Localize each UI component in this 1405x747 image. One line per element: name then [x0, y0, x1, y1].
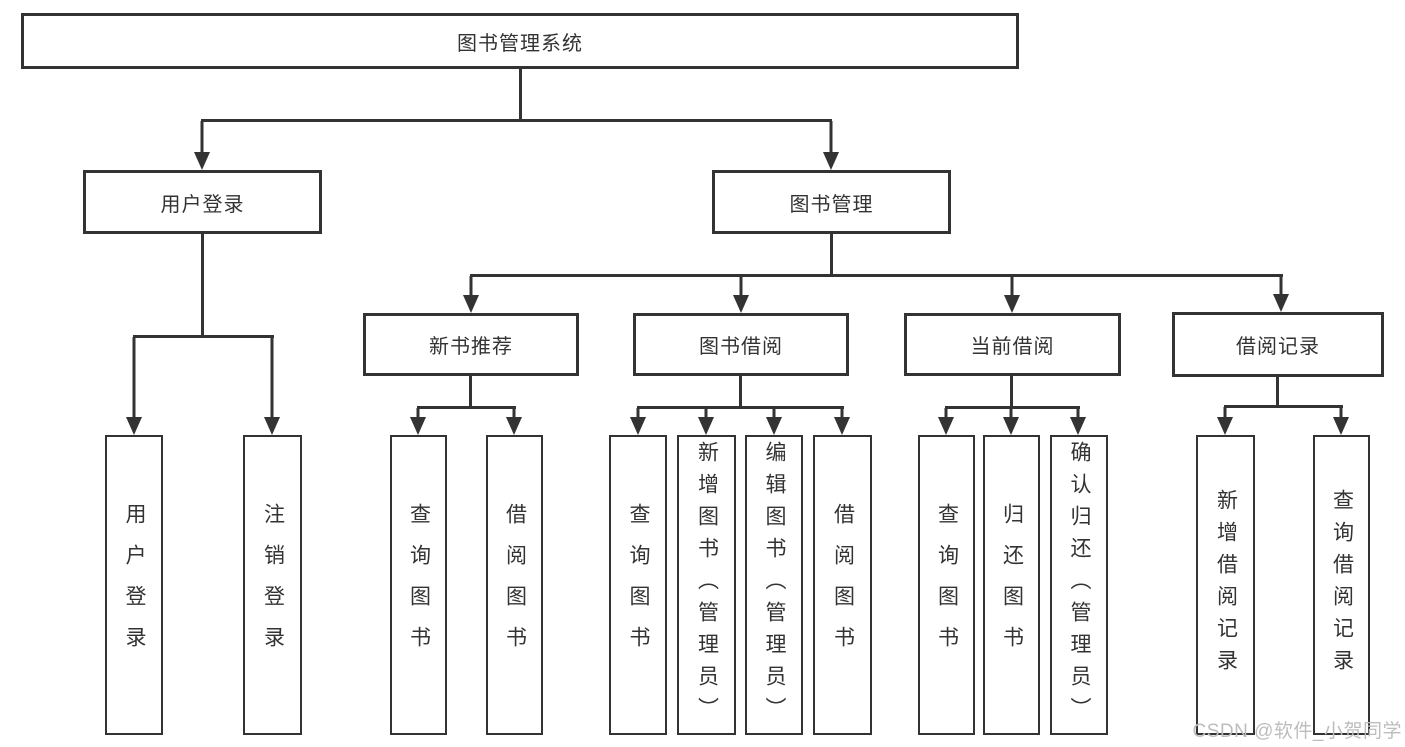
- connector-line: [1224, 405, 1343, 408]
- arrow-down-icon: [1217, 407, 1233, 435]
- node-borrow-records-label: 借阅记录: [1236, 336, 1320, 358]
- connector-line: [519, 69, 522, 121]
- leaf-logout: 注销登录: [243, 435, 302, 735]
- arrow-down-icon: [938, 408, 954, 435]
- leaf-recommend-query-book: 查询图书: [390, 435, 447, 735]
- arrow-down-icon: [766, 408, 782, 435]
- connector-line: [417, 406, 516, 409]
- arrow-down-icon: [834, 408, 850, 435]
- node-borrow-records: 借阅记录: [1172, 312, 1384, 377]
- connector-line: [201, 119, 832, 122]
- arrow-down-icon: [1070, 408, 1086, 435]
- arrow-down-icon: [126, 337, 142, 435]
- leaf-logout-label: 注销登录: [261, 503, 285, 667]
- arrow-down-icon: [194, 121, 210, 170]
- leaf-current-return-book-label: 归还图书: [1000, 503, 1024, 667]
- connector-line: [945, 406, 1080, 409]
- node-book-management-label: 图书管理: [789, 193, 874, 216]
- node-book-borrow: 图书借阅: [633, 313, 849, 376]
- leaf-records-add-record-label: 新增借阅记录: [1214, 489, 1238, 681]
- arrow-down-icon: [698, 408, 714, 435]
- connector-line: [201, 234, 204, 337]
- node-new-book-recommend-label: 新书推荐: [429, 336, 513, 358]
- leaf-current-query-book-label: 查询图书: [935, 503, 959, 667]
- leaf-records-query-record-label: 查询借阅记录: [1330, 489, 1354, 681]
- node-root-label: 图书管理系统: [457, 32, 583, 55]
- leaf-recommend-query-book-label: 查询图书: [407, 503, 431, 667]
- node-user-login: 用户登录: [83, 170, 322, 234]
- node-root: 图书管理系统: [21, 13, 1019, 69]
- connector-line: [470, 274, 1283, 277]
- leaf-borrow-borrow-book-label: 借阅图书: [831, 503, 855, 667]
- connector-line: [637, 406, 844, 409]
- leaf-records-add-record: 新增借阅记录: [1196, 435, 1255, 735]
- node-book-management: 图书管理: [712, 170, 951, 234]
- arrow-down-icon: [1333, 407, 1349, 435]
- node-current-borrow-label: 当前借阅: [970, 336, 1055, 358]
- arrow-down-icon: [264, 337, 280, 435]
- node-new-book-recommend: 新书推荐: [363, 313, 579, 376]
- arrow-down-icon: [823, 121, 839, 170]
- arrow-down-icon: [1004, 276, 1020, 313]
- arrow-down-icon: [630, 408, 646, 435]
- leaf-borrow-query-book-label: 查询图书: [627, 503, 650, 667]
- leaf-recommend-borrow-book-label: 借阅图书: [503, 503, 527, 667]
- leaf-borrow-add-book-admin-label: 新增图书（管理员）: [695, 441, 719, 729]
- csdn-watermark: CSDN @软件_小贺同学: [1192, 721, 1402, 742]
- node-book-borrow-label: 图书借阅: [699, 336, 783, 358]
- leaf-current-confirm-return-admin-label: 确认归还（管理员）: [1068, 441, 1091, 729]
- leaf-borrow-edit-book-admin-label: 编辑图书（管理员）: [763, 441, 786, 729]
- connector-line: [469, 376, 472, 409]
- connector-line: [133, 335, 274, 338]
- leaf-current-query-book: 查询图书: [918, 435, 975, 735]
- connector-line: [739, 376, 742, 409]
- leaf-current-return-book: 归还图书: [983, 435, 1040, 735]
- leaf-user-login: 用户登录: [105, 435, 163, 735]
- leaf-borrow-edit-book-admin: 编辑图书（管理员）: [745, 435, 803, 735]
- arrow-down-icon: [410, 408, 426, 435]
- leaf-recommend-borrow-book: 借阅图书: [486, 435, 543, 735]
- leaf-borrow-add-book-admin: 新增图书（管理员）: [677, 435, 736, 735]
- leaf-borrow-borrow-book: 借阅图书: [813, 435, 872, 735]
- arrow-down-icon: [463, 276, 479, 313]
- arrow-down-icon: [1273, 276, 1289, 312]
- connector-line: [1276, 377, 1279, 408]
- leaf-user-login-label: 用户登录: [123, 503, 146, 667]
- leaf-records-query-record: 查询借阅记录: [1313, 435, 1370, 735]
- arrow-down-icon: [733, 276, 749, 313]
- node-current-borrow: 当前借阅: [904, 313, 1121, 376]
- arrow-down-icon: [506, 408, 522, 435]
- leaf-borrow-query-book: 查询图书: [609, 435, 667, 735]
- leaf-current-confirm-return-admin: 确认归还（管理员）: [1050, 435, 1108, 735]
- node-user-login-label: 用户登录: [160, 193, 245, 216]
- connector-line: [830, 234, 833, 276]
- arrow-down-icon: [1003, 408, 1019, 435]
- connector-line: [1010, 376, 1013, 409]
